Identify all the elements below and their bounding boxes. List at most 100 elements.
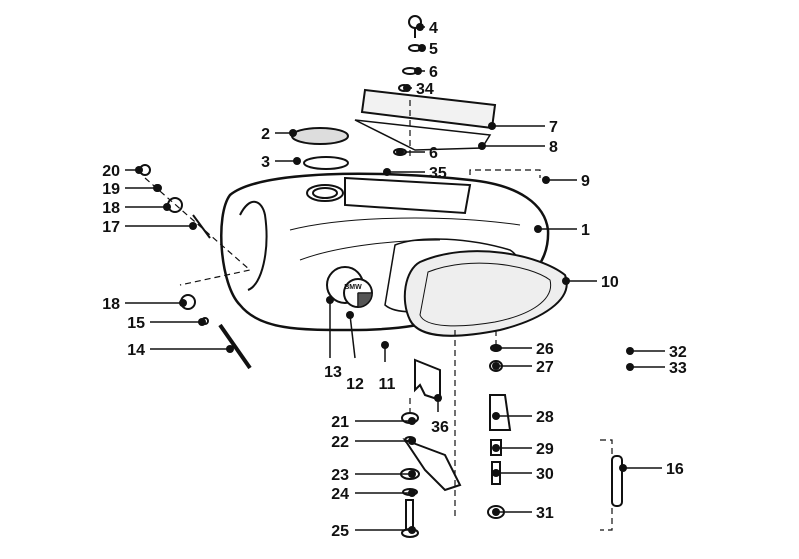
callout-21: 21 bbox=[331, 414, 416, 431]
callout-18: 18 bbox=[102, 200, 171, 217]
leader-dot bbox=[542, 176, 550, 184]
callout-number: 20 bbox=[102, 163, 120, 180]
callout-19: 19 bbox=[102, 181, 161, 198]
leader-dot bbox=[408, 489, 416, 497]
leader-dot bbox=[403, 84, 411, 92]
leader-dot bbox=[135, 166, 143, 174]
callout-number: 35 bbox=[429, 165, 447, 182]
leader-dot bbox=[346, 311, 354, 319]
callout-29: 29 bbox=[492, 441, 554, 458]
callout-number: 16 bbox=[666, 461, 684, 478]
leader-dot bbox=[492, 444, 500, 452]
leader-dot bbox=[492, 412, 500, 420]
tank-cap bbox=[291, 88, 497, 170]
callout-number: 18 bbox=[102, 200, 120, 217]
callout-4: 4 bbox=[416, 20, 438, 37]
callout-33: 33 bbox=[626, 360, 687, 377]
leader-dot bbox=[381, 341, 389, 349]
callout-6: 6 bbox=[396, 145, 438, 162]
callout-13: 13 bbox=[324, 296, 342, 381]
callout-30: 30 bbox=[492, 466, 554, 483]
callout-14: 14 bbox=[127, 342, 234, 359]
callout-number: 30 bbox=[536, 466, 554, 483]
callout-number: 12 bbox=[346, 376, 364, 393]
callout-number: 10 bbox=[601, 274, 619, 291]
callout-24: 24 bbox=[331, 486, 416, 503]
callout-number: 9 bbox=[581, 173, 590, 190]
callout-number: 7 bbox=[549, 119, 558, 136]
callout-number: 27 bbox=[536, 359, 554, 376]
callout-36: 36 bbox=[431, 394, 449, 436]
callout-number: 1 bbox=[581, 222, 590, 239]
callout-number: 28 bbox=[536, 409, 554, 426]
callout-28: 28 bbox=[492, 409, 554, 426]
leader-dot bbox=[326, 296, 334, 304]
leader-dot bbox=[626, 363, 634, 371]
callout-16: 16 bbox=[619, 461, 684, 478]
callout-number: 13 bbox=[324, 364, 342, 381]
tank-badge bbox=[326, 266, 373, 308]
callout-3: 3 bbox=[261, 154, 301, 171]
callout-number: 21 bbox=[331, 414, 349, 431]
callout-number: 33 bbox=[669, 360, 687, 377]
callout-number: 34 bbox=[416, 81, 434, 98]
callout-7: 7 bbox=[488, 119, 558, 136]
leader-line bbox=[349, 314, 356, 359]
callout-26: 26 bbox=[492, 341, 554, 358]
callout-1: 1 bbox=[534, 222, 590, 239]
leader-dot bbox=[226, 345, 234, 353]
callout-31: 31 bbox=[492, 505, 554, 522]
callout-6: 6 bbox=[414, 64, 438, 81]
callout-number: 6 bbox=[429, 145, 438, 162]
callout-number: 5 bbox=[429, 41, 438, 58]
leader-dot bbox=[396, 148, 404, 156]
leader-dot bbox=[179, 299, 187, 307]
leader-dot bbox=[492, 362, 500, 370]
callout-number: 3 bbox=[261, 154, 270, 171]
leader-dot bbox=[383, 168, 391, 176]
callout-32: 32 bbox=[626, 344, 687, 361]
callout-12: 12 bbox=[346, 311, 364, 393]
callout-22: 22 bbox=[331, 434, 416, 451]
leader-dot bbox=[492, 508, 500, 516]
leader-dot bbox=[408, 437, 416, 445]
tank-badge-lettering: BMW bbox=[344, 284, 362, 291]
callout-number: 18 bbox=[102, 296, 120, 313]
callout-number: 2 bbox=[261, 126, 270, 143]
callout-18: 18 bbox=[102, 296, 187, 313]
leader-dot bbox=[198, 318, 206, 326]
callout-number: 36 bbox=[431, 419, 449, 436]
leader-dot bbox=[408, 417, 416, 425]
callout-5: 5 bbox=[418, 41, 438, 58]
leader-dot bbox=[492, 344, 500, 352]
callout-9: 9 bbox=[542, 173, 590, 190]
callout-23: 23 bbox=[331, 467, 416, 484]
callout-8: 8 bbox=[478, 139, 558, 156]
callout-17: 17 bbox=[102, 219, 197, 236]
leader-dot bbox=[492, 469, 500, 477]
callout-number: 23 bbox=[331, 467, 349, 484]
leader-dot bbox=[189, 222, 197, 230]
callout-number: 22 bbox=[331, 434, 349, 451]
callout-27: 27 bbox=[492, 359, 554, 376]
leader-dot bbox=[434, 394, 442, 402]
assembly-lines bbox=[144, 100, 613, 531]
callout-number: 29 bbox=[536, 441, 554, 458]
leader-dot bbox=[163, 203, 171, 211]
leader-dot bbox=[619, 464, 627, 472]
callout-11: 11 bbox=[379, 341, 396, 393]
callout-number: 8 bbox=[549, 139, 558, 156]
leader-dot bbox=[408, 470, 416, 478]
leader-dot bbox=[478, 142, 486, 150]
leader-dot bbox=[418, 44, 426, 52]
callout-10: 10 bbox=[562, 274, 619, 291]
callout-number: 14 bbox=[127, 342, 145, 359]
callout-25: 25 bbox=[331, 523, 416, 540]
callout-number: 6 bbox=[429, 64, 438, 81]
callout-number: 25 bbox=[331, 523, 349, 540]
leader-dot bbox=[626, 347, 634, 355]
leader-dot bbox=[408, 526, 416, 534]
